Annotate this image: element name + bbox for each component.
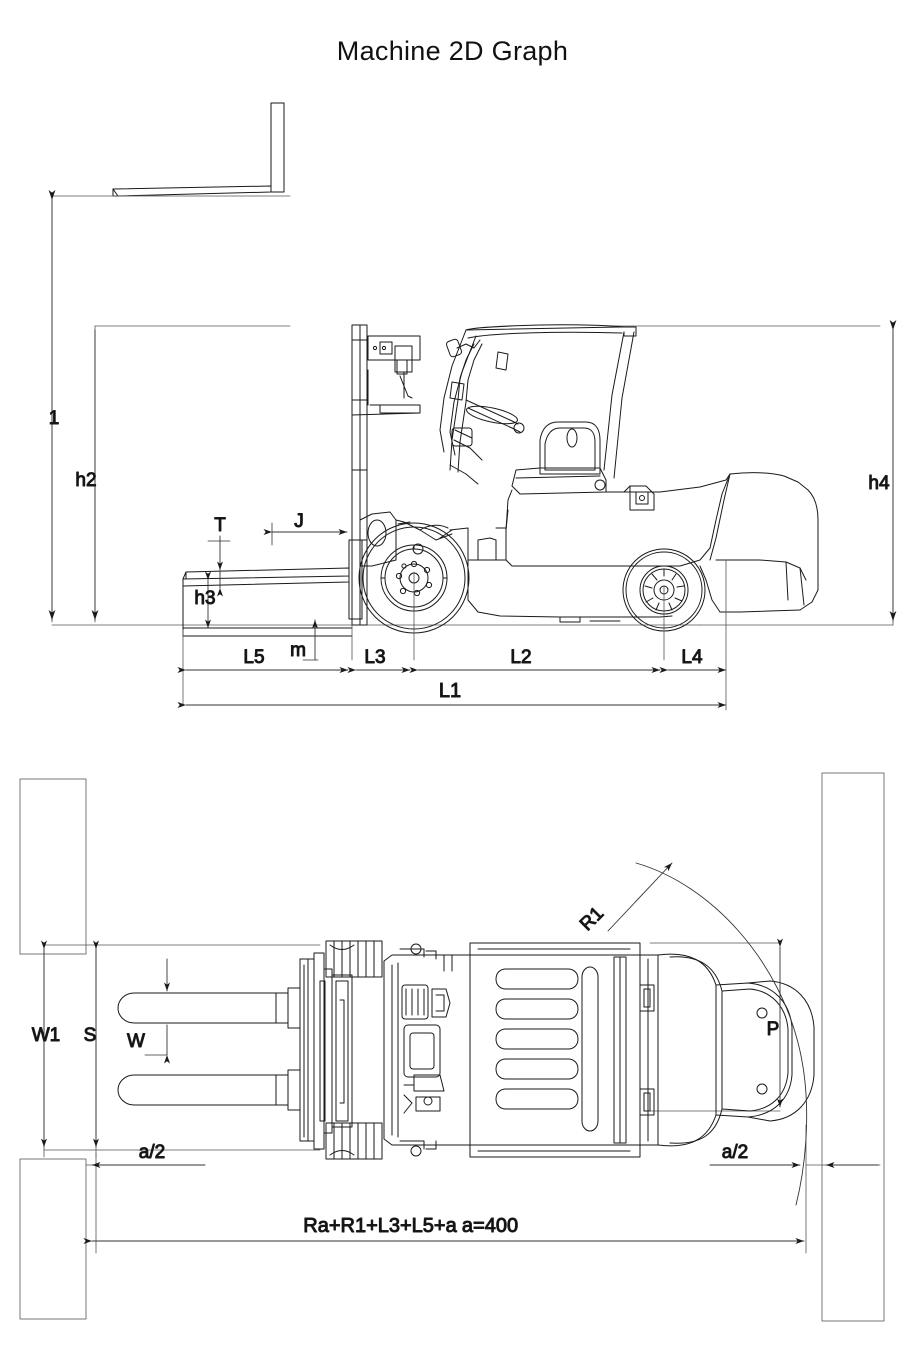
dim-J bbox=[263, 522, 348, 546]
mast-assembly bbox=[351, 324, 421, 626]
aisle-constant: a=400 bbox=[462, 1215, 518, 1237]
dim-label-T: T bbox=[214, 515, 226, 536]
dim-label-J: J bbox=[294, 511, 304, 532]
dim-L1 bbox=[177, 659, 727, 711]
dim-label-h3: h3 bbox=[194, 588, 215, 609]
top-view-geometry: R1 W1 S W P bbox=[19, 772, 885, 1322]
side-view-geometry: 1 h2 h4 bbox=[48, 102, 897, 711]
turning-radius-arc bbox=[607, 862, 808, 1206]
dim-label-h1: 1 bbox=[49, 408, 60, 429]
dim-label-h2: h2 bbox=[75, 470, 96, 491]
chassis-body bbox=[359, 472, 819, 623]
dim-label-L3: L3 bbox=[364, 647, 385, 668]
dim-label-P: P bbox=[767, 1019, 780, 1040]
dim-label-S: S bbox=[84, 1025, 97, 1046]
rack-lower-left bbox=[19, 1158, 87, 1320]
dim-row-segments bbox=[177, 619, 727, 673]
dim-label-W1: W1 bbox=[32, 1025, 61, 1046]
cab-interior bbox=[445, 338, 607, 495]
deck-plan bbox=[469, 942, 659, 1158]
front-wheels-plan bbox=[325, 940, 383, 1160]
rack-right bbox=[821, 772, 885, 1322]
top-view-svg: R1 W1 S W P bbox=[19, 772, 885, 1322]
dim-label-m: m bbox=[290, 640, 306, 661]
dim-label-a2-left: a/2 bbox=[139, 1142, 165, 1163]
dim-label-h4: h4 bbox=[868, 473, 890, 494]
carriage-plan bbox=[299, 952, 353, 1150]
page-title: Machine 2D Graph bbox=[336, 36, 569, 66]
dim-label-a2-right: a/2 bbox=[722, 1142, 748, 1163]
body-plan bbox=[383, 943, 471, 1157]
dim-label-L1: L1 bbox=[439, 680, 461, 702]
rack-upper-left bbox=[19, 778, 87, 955]
dim-W bbox=[144, 958, 170, 1064]
aisle-formula: Ra+R1+L3+L5+a bbox=[303, 1215, 457, 1237]
dim-label-W: W bbox=[127, 1031, 145, 1052]
side-view-svg: 1 h2 h4 bbox=[48, 102, 897, 711]
counterweight-plan bbox=[657, 953, 815, 1147]
dim-label-L5: L5 bbox=[243, 647, 264, 668]
dim-label-L4: L4 bbox=[681, 647, 703, 668]
forks-plan bbox=[117, 987, 301, 1111]
overhead-guard bbox=[439, 324, 637, 479]
raised-fork bbox=[112, 102, 285, 197]
dim-label-L2: L2 bbox=[510, 647, 531, 668]
dim-label-R1: R1 bbox=[576, 903, 608, 935]
dim-T bbox=[207, 535, 231, 597]
